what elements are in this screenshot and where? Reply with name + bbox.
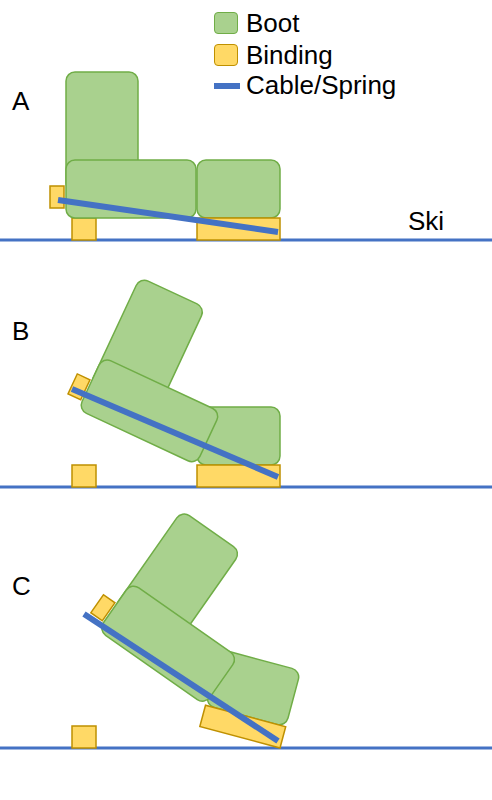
panel-letter: C [12,573,31,599]
ski-label: Ski [408,208,444,234]
cable-legend-sample [214,83,240,89]
legend-swatch [214,12,238,34]
panel-letter: B [12,318,29,344]
legend-text: Binding [246,42,333,68]
legend-text: Boot [246,10,300,36]
cable [72,389,278,477]
panel-c [66,488,334,748]
panel-letter: A [12,88,29,114]
legend-swatch [214,44,238,66]
panel-a [50,72,280,240]
panel-b [64,271,280,487]
legend-text: Cable/Spring [246,72,396,98]
cable [84,614,278,741]
